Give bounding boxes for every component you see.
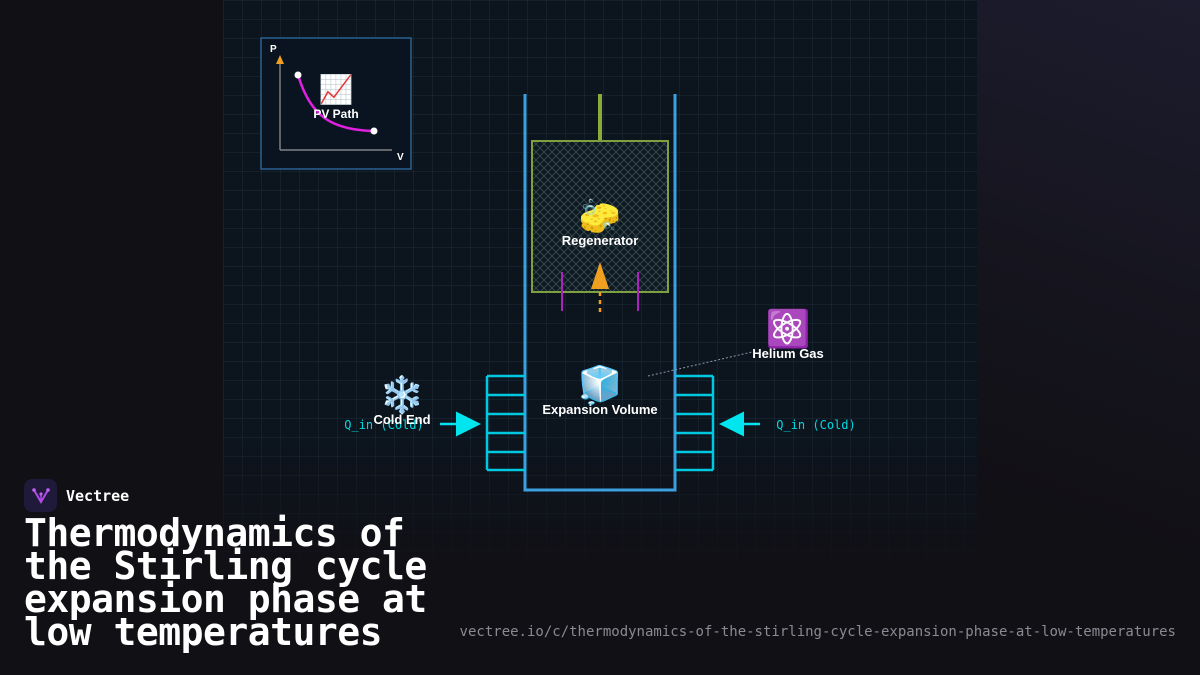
pv-y-axis-label: P — [270, 44, 277, 55]
vectree-logo-icon — [24, 479, 57, 512]
pv-start-point — [294, 71, 302, 79]
brand: Vectree — [24, 479, 129, 512]
pv-end-point — [370, 127, 378, 135]
pv-x-axis-label: V — [397, 152, 404, 163]
grid-fade — [223, 430, 977, 570]
brand-name: Vectree — [66, 486, 130, 505]
cold-end: ❄️ Cold End — [373, 374, 430, 427]
pv-y-axis-arrow — [276, 55, 284, 64]
pv-path-label: PV Path — [313, 107, 358, 121]
page-url[interactable]: vectree.io/c/thermodynamics-of-the-stirl… — [459, 624, 1176, 640]
background-glow — [977, 0, 1200, 675]
pv-inset-frame — [260, 37, 412, 170]
page-title: Thermodynamics of the Stirling cycle exp… — [24, 511, 427, 654]
left-heat-fins — [485, 374, 525, 472]
chart-increasing-icon: 📈 — [319, 73, 354, 106]
snowflake-icon: ❄️ — [380, 374, 425, 416]
regenerator: 🧽 Regenerator — [531, 140, 669, 312]
regenerator-label: Regenerator — [562, 233, 639, 248]
flow-arrow-up — [591, 262, 609, 289]
helium-gas-pointer — [647, 351, 753, 377]
cold-end-label: Cold End — [373, 412, 430, 427]
cylinder — [523, 94, 677, 492]
expansion-volume-label: Expansion Volume — [542, 402, 657, 417]
ice-cube-icon: 🧊 — [578, 364, 623, 406]
sponge-icon: 🧽 — [579, 197, 625, 237]
helium-gas-label: Helium Gas — [752, 346, 824, 361]
helium-gas: ⚛️ Helium Gas — [647, 308, 824, 377]
atom-icon: ⚛️ — [766, 308, 811, 350]
pv-inset: P V 📈 PV Path — [260, 37, 412, 170]
expansion-volume: 🧊 Expansion Volume — [542, 364, 657, 417]
cylinder-walls — [523, 94, 677, 492]
heat-in-left-label: Q_in (Cold) — [344, 418, 423, 432]
right-heat-fins — [675, 374, 715, 472]
heat-in-right-label: Q_in (Cold) — [776, 418, 855, 432]
pv-path-curve — [296, 74, 375, 133]
